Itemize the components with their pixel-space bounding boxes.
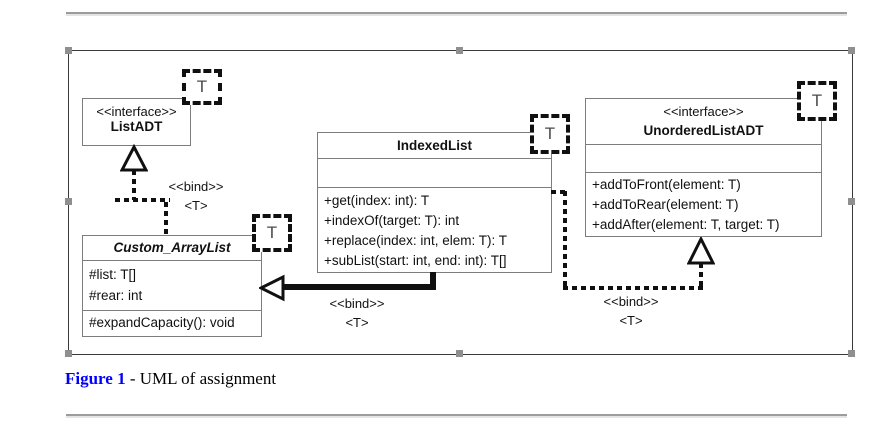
dashed-connector-segment [699,263,703,288]
bind-stereotype-label: <<bind>> [329,296,385,311]
method-label: +get(index: int): T [324,193,430,208]
template-param-box-indexedlist: T [530,114,570,154]
class-name-listadt: ListADT [110,119,163,134]
selection-handle-top-right[interactable] [848,47,855,54]
bottom-rule [66,414,847,418]
bind-param-label: <T> [345,315,369,330]
caption-text: - UML of assignment [125,369,277,388]
selection-handle-top-left[interactable] [65,47,72,54]
bind-label-listadt: <<bind>> <T> [157,177,235,215]
template-param-box-unorderedlistadt: T [797,81,837,121]
method-label: +replace(index: int, elem: T): T [324,233,507,248]
selection-handle-middle-right[interactable] [848,198,855,205]
class-box-unorderedlistadt: <<interface>> UnorderedListADT +addToFro… [585,98,822,237]
template-param-box-listadt: T [182,69,222,105]
thick-bind-line [280,284,436,290]
bind-label-unorderedlistadt: <<bind>> <T> [593,292,669,330]
realization-arrowhead-icon [120,144,148,172]
selection-handle-top-middle[interactable] [456,47,463,54]
template-param-label: T [811,91,823,110]
method-label: +addToRear(element: T) [592,197,739,212]
selection-handle-bottom-right[interactable] [848,350,855,357]
class-name-unorderedlistadt: UnorderedListADT [643,123,764,138]
dashed-connector-segment [164,202,168,235]
template-param-box-custom-arraylist: T [252,214,292,252]
method-label: +indexOf(target: T): int [324,213,460,228]
method-label: +addToFront(element: T) [592,177,741,192]
attributes-compartment: #list: T[] #rear: int [83,260,261,310]
stereotype-label: <<interface>> [663,104,744,119]
method-label: +addAfter(element: T, target: T) [592,217,780,232]
template-param-label: T [544,124,556,143]
attribute-label: #list: T[] [89,267,137,282]
class-box-custom-arraylist: Custom_ArrayList #list: T[] #rear: int #… [82,235,262,337]
method-label: +subList(start: int, end: int): T[] [324,253,507,268]
class-header: <<interface>> UnorderedListADT [586,99,821,144]
attribute-label: #rear: int [89,288,143,303]
bind-stereotype-label: <<bind>> [603,294,659,309]
thick-bind-line [430,272,436,288]
methods-compartment: +addToFront(element: T) +addToRear(eleme… [586,172,821,236]
dashed-connector-segment [563,286,703,290]
top-rule [66,12,847,16]
figure-caption: Figure 1 - UML of assignment [65,369,276,389]
class-name-indexedlist: IndexedList [396,138,472,153]
template-param-label: T [196,77,208,96]
dashed-connector-segment [563,191,567,290]
method-label: #expandCapacity(): void [89,315,235,330]
bind-param-label: <T> [184,198,208,213]
class-name-custom-arraylist: Custom_ArrayList [113,240,231,255]
realization-arrowhead-icon [687,237,715,265]
stereotype-label: <<interface>> [96,104,177,119]
class-box-indexedlist: IndexedList +get(index: int): T +indexOf… [317,132,552,273]
attributes-compartment [586,144,821,172]
class-box-listadt: <<interface>> ListADT [82,98,191,146]
methods-compartment: +get(index: int): T +indexOf(target: T):… [318,187,551,272]
template-param-label: T [266,223,278,242]
bind-param-label: <T> [619,313,643,328]
dashed-connector-segment [551,190,567,194]
attributes-compartment [318,158,551,187]
selection-handle-bottom-middle[interactable] [456,350,463,357]
selection-handle-middle-left[interactable] [65,198,72,205]
class-header: <<interface>> ListADT [83,99,190,145]
bind-label-custom-arraylist: <<bind>> <T> [319,294,395,332]
bind-stereotype-label: <<bind>> [168,179,224,194]
selection-handle-bottom-left[interactable] [65,350,72,357]
dashed-connector-segment [115,198,170,202]
dashed-connector-segment [132,170,136,200]
methods-compartment: #expandCapacity(): void [83,310,261,336]
caption-figure-label: Figure 1 [65,369,126,388]
bind-arrowhead-icon [259,274,285,302]
